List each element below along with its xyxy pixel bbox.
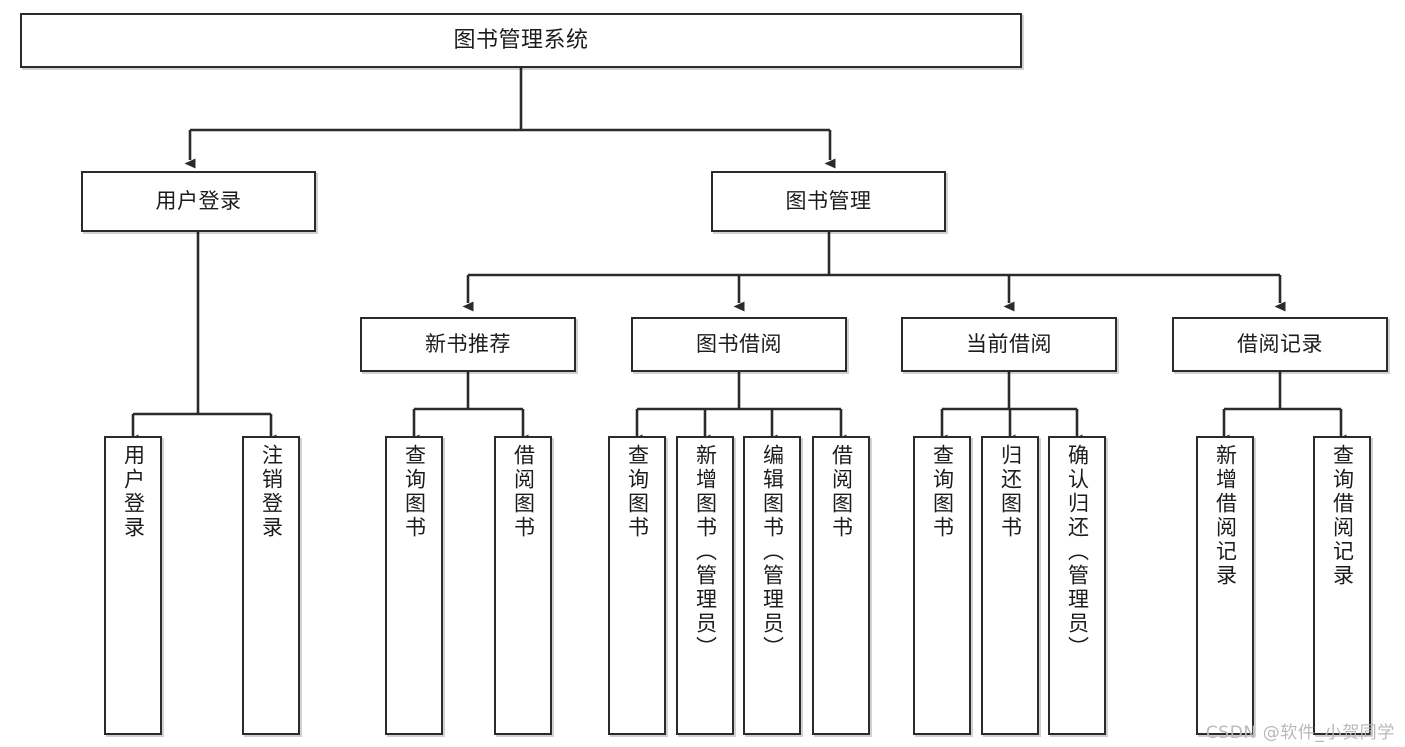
node-leaf-borrow-add-book[interactable]: 新增图书（管理员） (676, 436, 734, 735)
node-leaf-borrow-borrow-book[interactable]: 借阅图书 (812, 436, 870, 735)
node-root[interactable]: 图书管理系统 (20, 13, 1022, 68)
node-leaf-label: 编辑图书（管理员） (760, 444, 785, 660)
node-leaf-records-query[interactable]: 查询借阅记录 (1313, 436, 1371, 735)
node-new-book-recommend[interactable]: 新书推荐 (360, 317, 576, 372)
node-leaf-user-login-logout[interactable]: 注销登录 (242, 436, 300, 735)
node-leaf-label: 确认归还（管理员） (1065, 444, 1090, 660)
node-current-borrow-label: 当前借阅 (966, 332, 1052, 357)
node-book-management[interactable]: 图书管理 (711, 171, 946, 232)
node-leaf-current-confirm-return[interactable]: 确认归还（管理员） (1048, 436, 1106, 735)
node-leaf-label: 查询图书 (930, 444, 955, 540)
node-leaf-label: 新增借阅记录 (1213, 444, 1238, 588)
node-new-book-recommend-label: 新书推荐 (425, 332, 511, 357)
node-root-label: 图书管理系统 (453, 27, 589, 53)
node-leaf-label: 查询借阅记录 (1330, 444, 1355, 588)
node-leaf-label: 用户登录 (121, 444, 146, 540)
node-current-borrow[interactable]: 当前借阅 (901, 317, 1117, 372)
node-leaf-records-add[interactable]: 新增借阅记录 (1196, 436, 1254, 735)
node-leaf-borrow-query[interactable]: 查询图书 (608, 436, 666, 735)
watermark-text: CSDN @软件_小贺同学 (1205, 723, 1395, 743)
node-leaf-label: 查询图书 (402, 444, 427, 540)
node-leaf-current-query[interactable]: 查询图书 (913, 436, 971, 735)
node-leaf-label: 借阅图书 (829, 444, 854, 540)
node-leaf-label: 查询图书 (625, 444, 650, 540)
node-user-login-label: 用户登录 (155, 189, 242, 214)
node-leaf-user-login-login[interactable]: 用户登录 (104, 436, 162, 735)
node-leaf-current-return[interactable]: 归还图书 (981, 436, 1039, 735)
node-book-management-label: 图书管理 (785, 189, 872, 214)
node-leaf-new-book-borrow[interactable]: 借阅图书 (494, 436, 552, 735)
node-book-borrow-label: 图书借阅 (696, 332, 782, 357)
node-leaf-borrow-edit-book[interactable]: 编辑图书（管理员） (743, 436, 801, 735)
node-leaf-new-book-query[interactable]: 查询图书 (385, 436, 443, 735)
node-borrow-records[interactable]: 借阅记录 (1172, 317, 1388, 372)
node-book-borrow[interactable]: 图书借阅 (631, 317, 847, 372)
node-leaf-label: 新增图书（管理员） (693, 444, 718, 660)
node-leaf-label: 借阅图书 (511, 444, 536, 540)
node-user-login[interactable]: 用户登录 (81, 171, 316, 232)
node-borrow-records-label: 借阅记录 (1237, 332, 1323, 357)
node-leaf-label: 归还图书 (998, 444, 1023, 540)
node-leaf-label: 注销登录 (259, 444, 284, 540)
